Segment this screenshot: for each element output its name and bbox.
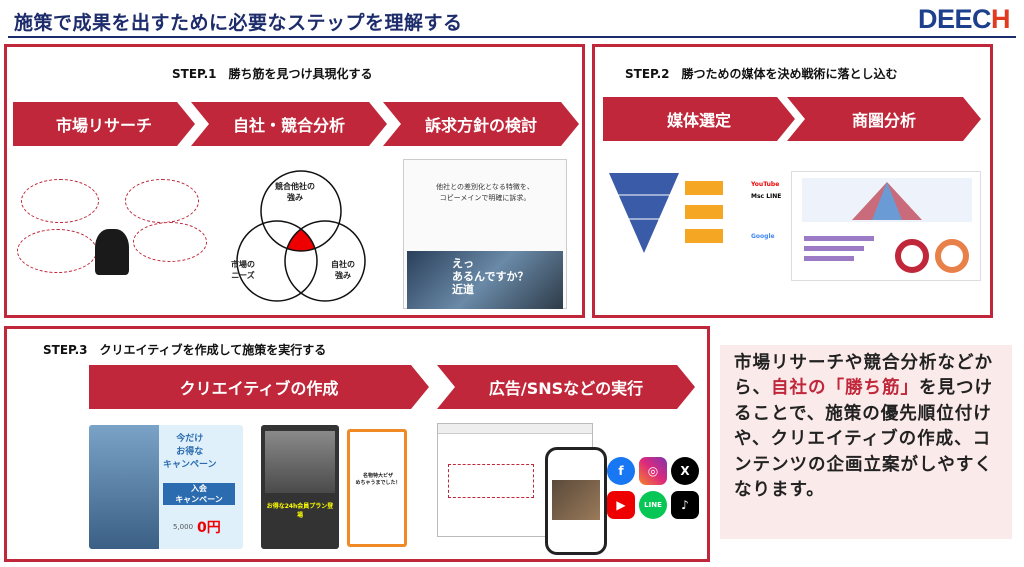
campaign-banner: 今だけ お得な キャンペーン 入会 キャンペーン 5,000 0円 — [89, 425, 243, 549]
person-silhouette — [95, 229, 129, 275]
step3-panel: STEP.3 クリエイティブを作成して施策を実行する クリエイティブの作成 広告… — [4, 326, 710, 562]
step3-arrow-creative: クリエイティブの作成 — [89, 365, 429, 409]
x-icon: X — [671, 457, 699, 485]
gym-banner: お得な24h会員プラン登場 — [261, 425, 339, 549]
summary-post: を見つけることで、施策の優先順位付けや、クリエイティブの作成、コンテンツの企画立… — [734, 378, 993, 500]
step1-panel: STEP.1 勝ち筋を見つけ具現化する 市場リサーチ 自社・競合分析 訴求方針の… — [4, 44, 585, 318]
step1-arrow-market-research: 市場リサーチ — [13, 102, 195, 146]
funnel-diagram — [609, 173, 679, 253]
step2-arrow-trade-area-analysis: 商圏分析 — [787, 97, 981, 141]
trade-area-chart — [791, 171, 981, 281]
title-divider — [8, 36, 1016, 38]
line-icon: LINE — [639, 491, 667, 519]
line-label: Msc LINE — [751, 193, 782, 200]
venn-label-competitor: 競合他社の 強み — [275, 182, 315, 202]
step3-heading: STEP.3 クリエイティブを作成して施策を実行する — [43, 343, 327, 357]
summary-pre: 市場リサーチや競合分析などから、 — [734, 353, 993, 399]
funnel-step — [685, 205, 723, 219]
venn-label-own: 自社の 強み — [331, 260, 355, 280]
research-bubble — [125, 179, 199, 223]
step1-arrow-competitor-analysis: 自社・競合分析 — [191, 102, 387, 146]
instagram-icon: ◎ — [639, 457, 667, 485]
funnel-step — [685, 181, 723, 195]
venn-label-market: 市場の ニーズ — [231, 260, 255, 280]
facebook-icon: f — [607, 457, 635, 485]
summary-highlight: 自社の「勝ち筋」 — [771, 378, 919, 399]
step2-heading: STEP.2 勝つための媒体を決め戦術に落とし込む — [625, 67, 898, 81]
deech-logo: DEECH — [917, 4, 1011, 34]
youtube-label: YouTube — [751, 181, 780, 188]
step1-arrow-appeal-policy: 訴求方針の検討 — [383, 102, 579, 146]
step2-arrow-media-selection: 媒体選定 — [603, 97, 795, 141]
page-title: 施策で成果を出すために必要なステップを理解する — [14, 12, 463, 34]
step2-panel: STEP.2 勝つための媒体を決め戦術に落とし込む 媒体選定 商圏分析 YouT… — [592, 44, 993, 318]
research-bubble — [17, 229, 97, 273]
youtube-icon: ▶ — [607, 491, 635, 519]
funnel-step — [685, 229, 723, 243]
research-bubble — [133, 222, 207, 262]
step3-arrow-ad-execution: 広告/SNSなどの実行 — [437, 365, 695, 409]
google-label: Google — [751, 233, 775, 240]
summary-text-box: 市場リサーチや競合分析などから、自社の「勝ち筋」を見つけることで、施策の優先順位… — [720, 345, 1012, 539]
pizza-banner: 名物特大ピザ めちゃうまでした！ — [347, 429, 407, 547]
venn-diagram — [236, 170, 366, 302]
step1-heading: STEP.1 勝ち筋を見つけ具現化する — [172, 67, 373, 81]
research-bubble — [21, 179, 99, 223]
tiktok-icon: ♪ — [671, 491, 699, 519]
phone-mockup — [545, 447, 607, 555]
ad-photo: えっ あるんですか？ 近道 — [407, 251, 563, 309]
